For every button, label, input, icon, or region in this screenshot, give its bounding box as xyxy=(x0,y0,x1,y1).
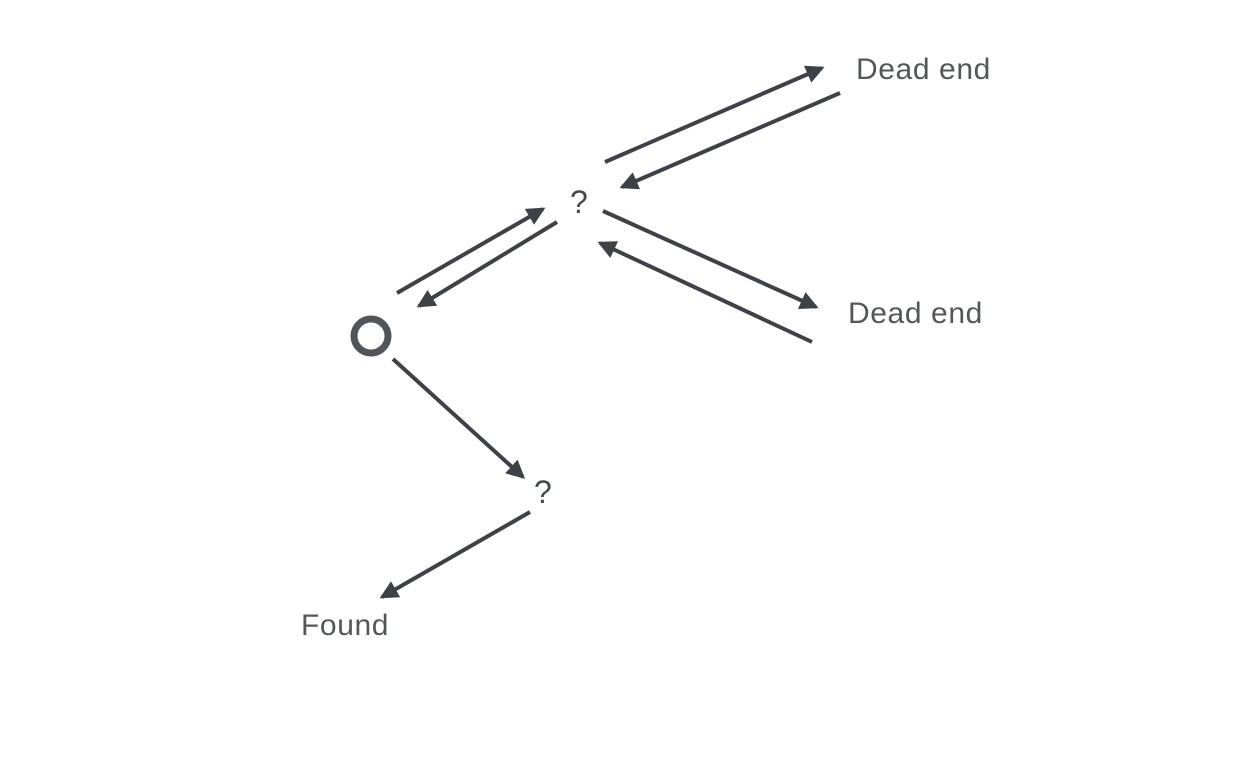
arrow-start-to-question-bottom xyxy=(391,357,526,479)
arrow-question-top-to-dead-end-top xyxy=(604,65,825,164)
found-label: Found xyxy=(301,609,390,642)
arrow-dead-end-right-to-question-top xyxy=(597,241,813,344)
arrow-start-to-question-top xyxy=(396,207,546,295)
start-node-circle xyxy=(350,315,392,357)
question-node-bottom-label: ? xyxy=(534,474,552,510)
dead-end-top-label: Dead end xyxy=(856,53,991,86)
arrow-question-top-to-dead-end-right xyxy=(602,209,819,309)
arrow-dead-end-top-to-question-top xyxy=(619,91,841,190)
arrow-question-top-to-start xyxy=(416,220,559,308)
arrow-question-bottom-to-found xyxy=(379,510,531,599)
dead-end-right-label: Dead end xyxy=(848,297,983,330)
question-node-top-label: ? xyxy=(570,184,588,220)
